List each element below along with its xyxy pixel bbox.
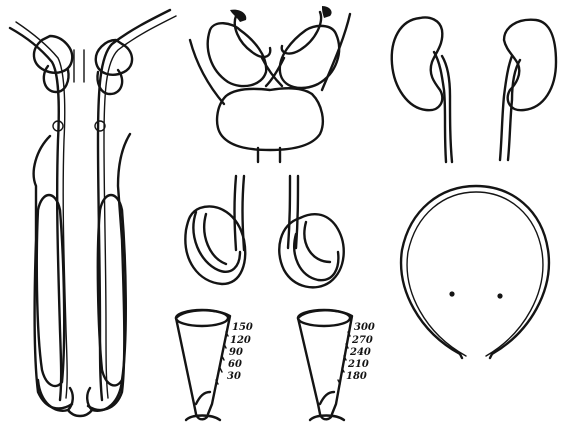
bladder-vesicles-figure (190, 6, 350, 162)
beaker-2-mark-5: 180 (346, 371, 367, 382)
testicles-figure (185, 176, 343, 287)
kidneys-figure (392, 18, 556, 163)
beaker-1-mark-3: 90 (229, 347, 243, 358)
beaker-2-mark-1: 300 (354, 322, 375, 333)
measuring-glass-2: 300 270 240 210 180 (298, 310, 375, 420)
beaker-1-mark-1: 150 (232, 322, 253, 333)
beaker-2-mark-4: 210 (347, 359, 369, 370)
beaker-1-mark-2: 120 (230, 335, 251, 346)
urogenital-tract-figure (10, 10, 176, 416)
beaker-1-mark-4: 60 (228, 359, 242, 370)
beaker-2-mark-2: 270 (351, 335, 373, 346)
beaker-2-mark-3: 240 (349, 347, 371, 358)
beaker-1-mark-5: 30 (227, 371, 241, 382)
measuring-glass-1: 150 120 90 60 30 (176, 310, 253, 420)
bladder-section-figure (401, 186, 549, 358)
